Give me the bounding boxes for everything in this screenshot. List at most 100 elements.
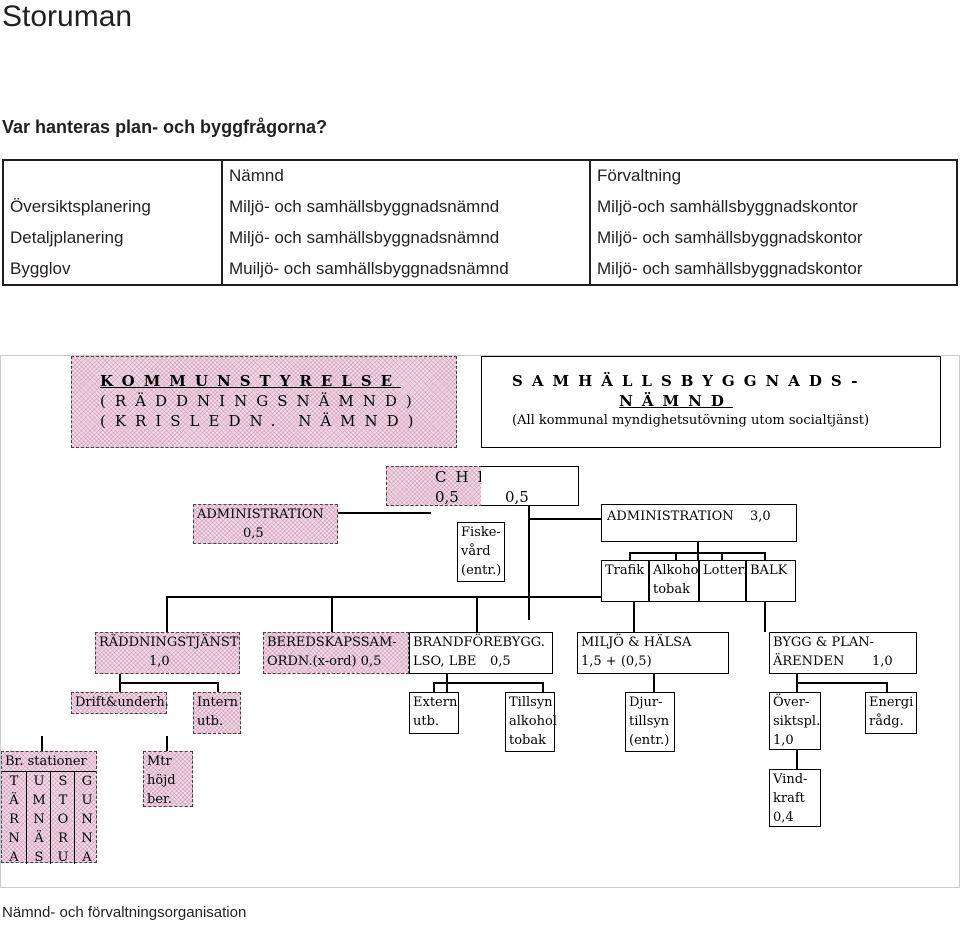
box-line: Energi: [869, 695, 914, 710]
table-header-row: Nämnd Förvaltning: [3, 160, 957, 191]
box-title: KOMMUNSTYRELSE: [100, 372, 402, 390]
box-line: höjd: [147, 773, 176, 788]
box-line: ORDN.(x-ord) 0,5: [267, 654, 382, 669]
box-value: 3,0: [750, 509, 771, 524]
box-title: BYGG & PLAN-: [773, 635, 875, 650]
table-row: Översiktsplanering Miljö- och samhällsby…: [3, 191, 957, 222]
extern-utbildning-box: Extern utb.: [409, 692, 459, 734]
box-value: 0,5: [243, 526, 264, 541]
box-line: Lotteri: [703, 563, 748, 578]
box-line: Extern: [413, 695, 458, 710]
connector-line: [629, 552, 631, 560]
section-heading: Var hanteras plan- och byggfrågorna?: [2, 117, 328, 137]
box-value: 0,5: [435, 488, 459, 506]
lotteri-box: Lotteri: [699, 560, 748, 602]
box-line: kraft: [773, 791, 805, 806]
box-line: alkohol: [509, 714, 557, 729]
box-title: CHEF: [435, 468, 517, 486]
connector-line: [166, 736, 168, 751]
connector-line: [542, 682, 544, 692]
box-value: 1,0: [872, 654, 893, 669]
box-line: Tillsyn: [509, 695, 553, 710]
station-column: G U N N A: [74, 772, 99, 865]
beredskapssamordning-box: BEREDSKAPSSAM- ORDN.(x-ord) 0,5: [263, 632, 409, 674]
box-line: Vind-: [773, 772, 808, 787]
box-value: 0,4: [773, 810, 794, 825]
connector-line: [697, 542, 699, 560]
box-line: rådg.: [869, 714, 904, 729]
table-header: [3, 160, 223, 191]
chef-box-left: CHEF 0,5: [386, 466, 517, 506]
connector-line: [721, 552, 723, 560]
table-cell: Muiljö- och samhällsbyggnadsnämnd: [222, 253, 591, 285]
connector-line: [796, 682, 888, 684]
responsibility-table: Nämnd Förvaltning Översiktsplanering Mil…: [2, 159, 958, 286]
chef-box-right: E F 0,5: [481, 466, 579, 506]
table-cell: Miljö- och samhällsbyggnadsnämnd: [222, 222, 591, 253]
box-value: 0,5: [505, 488, 529, 506]
box-title: BRANDFÖREBYGG.: [413, 635, 545, 650]
brandforebyggande-box: BRANDFÖREBYGG. LSO, LBE 0,5: [409, 632, 553, 674]
station-column: U M N Ä S: [26, 772, 51, 865]
box-line: LSO, LBE: [413, 654, 477, 669]
box-value: 0,5: [490, 654, 511, 669]
table-cell: Miljö-och samhällsbyggnadskontor: [597, 196, 858, 216]
box-line: (RÄDDNINGSNÄMND): [100, 392, 421, 410]
box-line: Drift&underh.: [75, 695, 169, 710]
box-value: 1,0: [773, 733, 794, 748]
connector-line: [675, 552, 677, 560]
oversiktsplanering-box: Över- siktspl. 1,0: [769, 692, 821, 750]
box-line: (All kommunal myndighetsutövning utom so…: [512, 413, 870, 428]
box-title: Br. stationer: [2, 752, 96, 772]
box-line: Över-: [773, 695, 810, 710]
box-line: ber.: [147, 792, 172, 807]
balk-box: BALK: [746, 560, 796, 602]
samhallsbyggnadsnamnd-box: SAMHÄLLSBYGGNADS- NÄMND (All kommunal my…: [481, 356, 941, 448]
table-cell: Miljö- och samhällsbyggnadskontor: [597, 227, 863, 247]
box-line: utb.: [197, 714, 224, 729]
vindkraft-box: Vind- kraft 0,4: [769, 769, 821, 827]
box-title: MILJÖ & HÄLSA: [581, 635, 692, 650]
connector-line: [886, 682, 888, 692]
table-cell: Bygglov: [3, 253, 223, 285]
box-line: Fiske-: [461, 525, 501, 540]
connector-line: [41, 736, 43, 751]
table-cell: Miljö- och samhällsbyggnadsnämnd: [222, 191, 591, 222]
box-line: Trafik: [605, 563, 645, 578]
box-line: (entr.): [461, 563, 502, 578]
alkohol-tobak-box: Alkohol tobak: [649, 560, 703, 602]
connector-line: [431, 480, 433, 504]
page-title: Storuman: [2, 0, 133, 33]
mtr-hojd-box: Mtr höjd ber.: [143, 751, 193, 807]
kommunstyrelse-box: KOMMUNSTYRELSE (RÄDDNINGSNÄMND) (KRISLED…: [71, 356, 457, 448]
connector-line: [653, 674, 655, 692]
connector-line: [338, 512, 431, 514]
table-row: Detaljplanering Miljö- och samhällsbyggn…: [3, 222, 957, 253]
table-row: Bygglov Muiljö- och samhällsbyggnadsnämn…: [3, 253, 957, 285]
djurtillsyn-box: Djur- tillsyn (entr.): [625, 692, 675, 752]
box-line: ÄRENDEN: [773, 654, 845, 669]
box-line: utb.: [413, 714, 440, 729]
energiradgivning-box: Energi rådg.: [865, 692, 917, 734]
administration-right-box: ADMINISTRATION 3,0: [601, 504, 797, 542]
station-column: T Ä R N A: [8, 774, 20, 865]
table-cell: Översiktsplanering: [3, 191, 223, 222]
box-line: Djur-: [629, 695, 663, 710]
table-header: Förvaltning: [597, 166, 682, 185]
connector-line: [796, 749, 798, 769]
box-line: (KRISLEDN. NÄMND): [100, 412, 423, 430]
box-title: SAMHÄLLSBYGGNADS-: [512, 372, 867, 390]
connector-line: [166, 596, 168, 632]
box-line: tobak: [509, 733, 547, 748]
bygg-planarenden-box: BYGG & PLAN- ÄRENDEN 1,0: [769, 632, 917, 674]
box-line: siktspl.: [773, 714, 821, 729]
raddningstjanst-box: RÄDDNINGSTJÄNST 1,0: [95, 632, 240, 674]
box-title: ADMINISTRATION: [197, 507, 324, 522]
box-title: ADMINISTRATION: [607, 509, 734, 524]
connector-line: [629, 552, 765, 554]
box-title: RÄDDNINGSTJÄNST: [99, 635, 239, 650]
connector-line: [633, 596, 635, 632]
tillsyn-alkohol-box: Tillsyn alkohol tobak: [505, 692, 557, 752]
connector-line: [476, 596, 478, 632]
table-header: Nämnd: [222, 160, 591, 191]
